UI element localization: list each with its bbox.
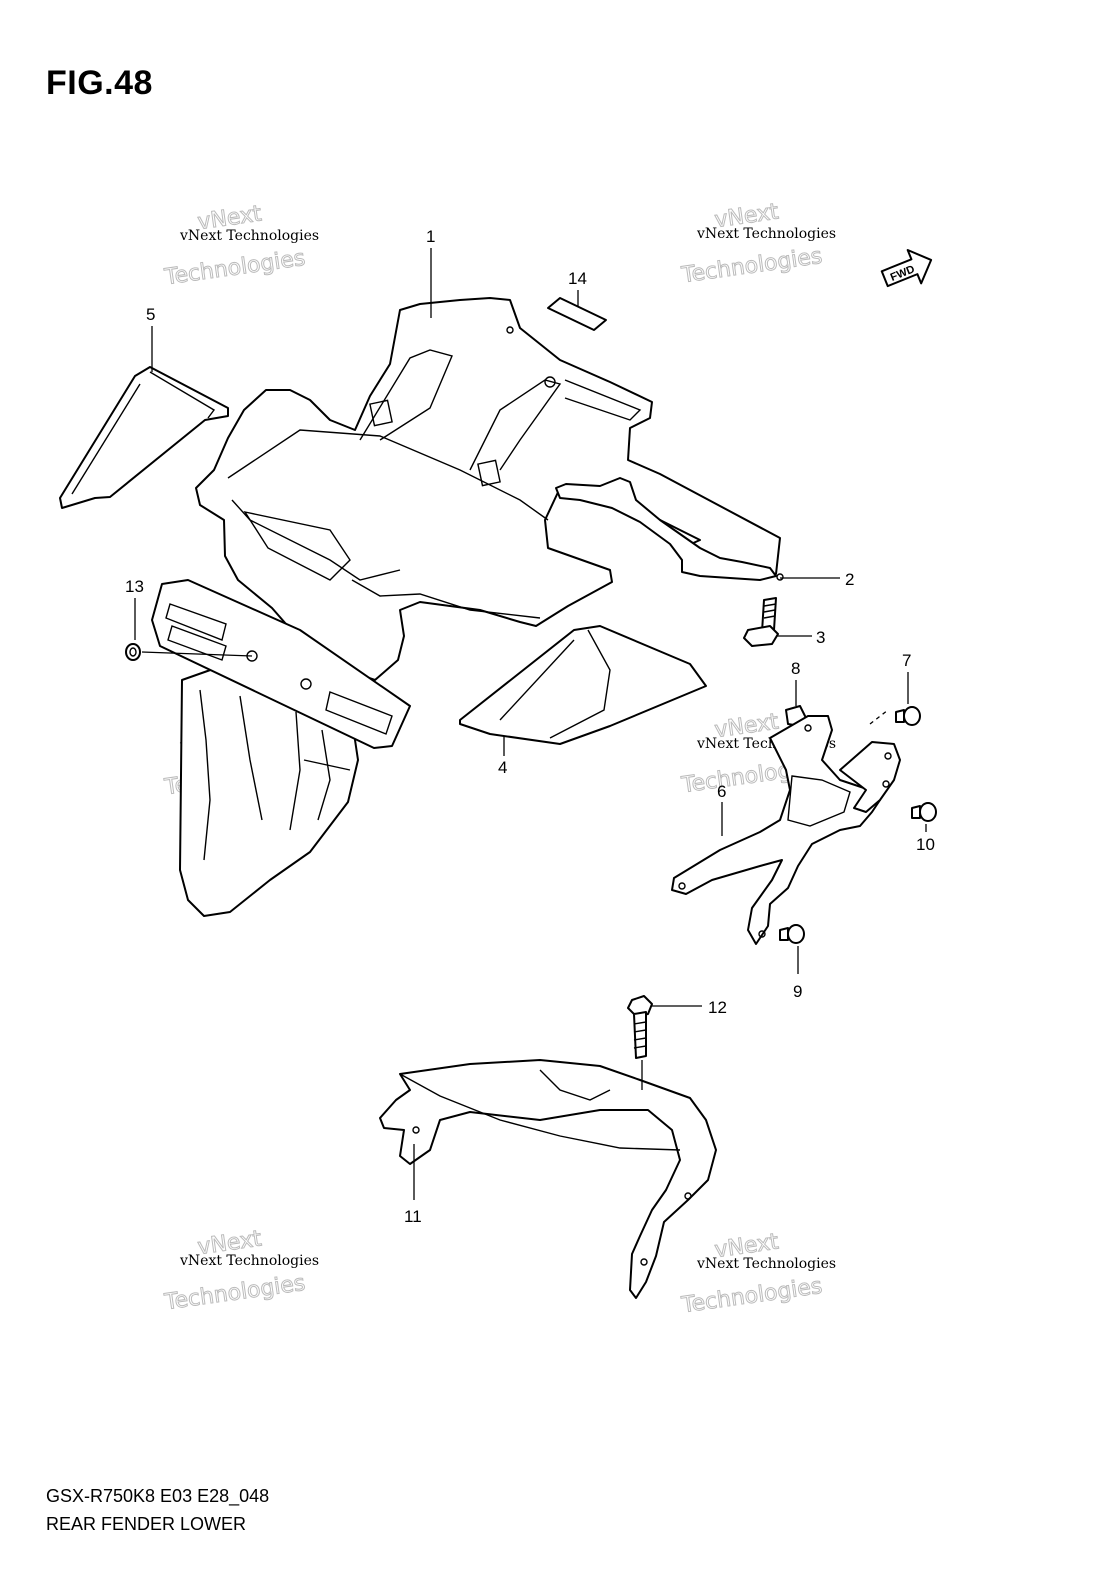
svg-text:Technologies: Technologies	[162, 1271, 306, 1316]
svg-text:Technologies: Technologies	[679, 244, 823, 289]
callout-10: 10	[916, 835, 935, 854]
callout-13: 13	[125, 577, 144, 596]
callout-2: 2	[845, 570, 854, 589]
license-plate-bracket	[151, 579, 411, 917]
fwd-arrow-icon: FWD	[880, 249, 933, 288]
callout-numbers: 1 2 3 4 5 6 7 8 9 10 11 12 13 14	[125, 227, 935, 1226]
part-4-panel	[459, 625, 707, 745]
callout-8: 8	[791, 659, 800, 678]
watermark: Technologies vNext vNext Technologies	[162, 1226, 319, 1316]
callout-6: 6	[717, 782, 726, 801]
part-11-cover	[379, 1059, 717, 1299]
svg-text:vNext: vNext	[713, 709, 780, 743]
callout-14: 14	[568, 269, 587, 288]
svg-text:vNext Technologies: vNext Technologies	[696, 226, 836, 242]
watermark: Technologies vNext vNext Technologies	[679, 1229, 836, 1319]
svg-text:Technologies: Technologies	[679, 1274, 823, 1319]
figure-title: FIG.48	[46, 64, 153, 102]
watermark: Technologies vNext vNext Technologies	[679, 199, 836, 289]
svg-text:vNext Technologies: vNext Technologies	[179, 1253, 319, 1269]
callout-1: 1	[426, 227, 435, 246]
callout-3: 3	[816, 628, 825, 647]
callout-5: 5	[146, 305, 155, 324]
callout-12: 12	[708, 998, 727, 1017]
part-12-bolt	[627, 995, 653, 1059]
callout-9: 9	[793, 982, 802, 1001]
figure-code: GSX-R750K8 E03 E28_048	[46, 1486, 270, 1506]
leader-lines	[134, 248, 927, 1200]
part-10-bolt	[911, 802, 937, 822]
part-3-bolt	[743, 597, 779, 647]
figure-name: REAR FENDER LOWER	[46, 1514, 247, 1534]
callout-11: 11	[404, 1207, 422, 1226]
part-6-stay	[671, 715, 901, 945]
part-9-screw	[779, 924, 805, 944]
part-5-cover	[59, 366, 229, 509]
watermark: Technologies vNext vNext Technologies	[162, 201, 319, 291]
callout-4: 4	[498, 758, 507, 777]
svg-text:vNext Technologies: vNext Technologies	[696, 1256, 836, 1272]
svg-text:Technologies: Technologies	[162, 246, 306, 291]
part-13-screw	[125, 643, 141, 661]
part-1-rear-fender	[195, 297, 781, 681]
part-14-label	[547, 297, 607, 331]
svg-text:vNext Technologies: vNext Technologies	[179, 228, 319, 244]
part-2-bracket	[555, 477, 784, 581]
callout-7: 7	[902, 651, 911, 670]
part-7-bolt	[895, 706, 921, 726]
